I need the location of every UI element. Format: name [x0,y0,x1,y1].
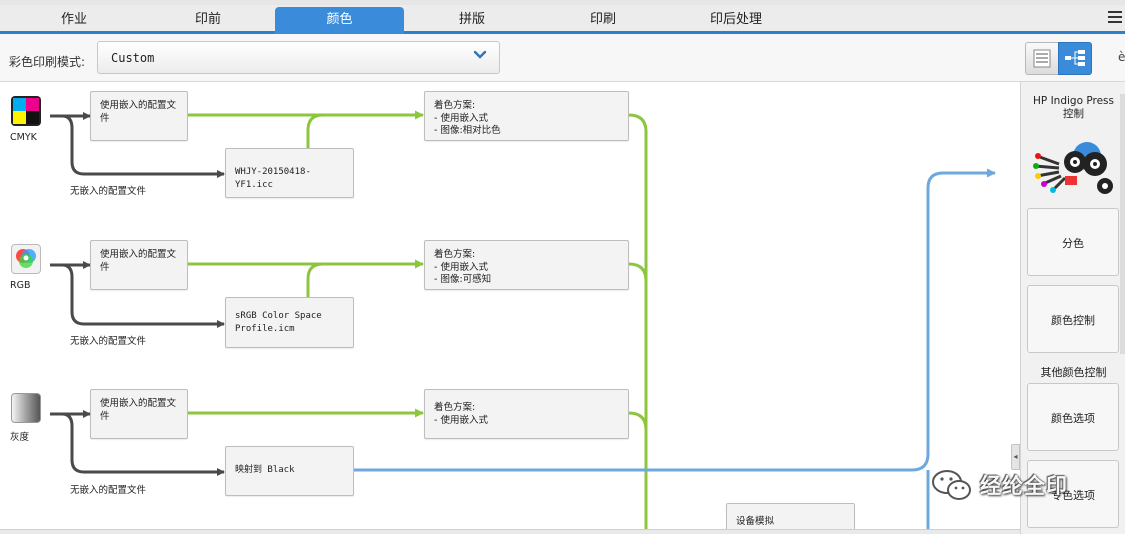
cmyk-no-embedded-label: 无嵌入的配置文件 [70,186,147,197]
source-label-gray: 灰度 [10,432,30,443]
scheme-line: 着色方案: [434,402,476,413]
press-panel-title-line2: 控制 [1063,108,1084,120]
tab-finishing[interactable]: 印后处理 [709,12,762,27]
panel-collapse-handle[interactable]: ◂ [1011,444,1020,470]
scheme-line: - 使用嵌入式 [434,414,488,426]
gray-embedded-profile-node[interactable]: 使用嵌入的配置文件 [90,389,188,439]
rgb-fallback-profile-node[interactable]: sRGB Color Space Profile.icm [225,297,354,348]
scheme-line: 着色方案: [434,249,476,260]
press-panel-title-line1: HP Indigo Press [1033,95,1114,107]
top-edge [0,0,1125,5]
tab-color[interactable]: 颜色 [275,7,404,34]
spot-color-options-button[interactable]: 专色选项 [1027,460,1119,528]
cmyk-icon[interactable] [11,96,41,126]
rgb-color-wheel-icon[interactable] [11,244,41,274]
color-mode-select[interactable]: Custom [97,41,500,74]
color-control-button[interactable]: 颜色控制 [1027,285,1119,353]
color-control-button-label: 颜色控制 [1051,314,1095,327]
other-color-controls-heading: 其他颜色控制 [1040,366,1107,379]
main-tab-bar: 作业 印前 颜色 拼版 印刷 印后处理 [0,5,1125,34]
gray-color-scheme-node[interactable]: 着色方案: - 使用嵌入式 [424,389,629,439]
cmyk-fallback-profile-node[interactable]: WHJY-20150418-YF1.icc [225,148,354,198]
cmyk-embedded-profile-node[interactable]: 使用嵌入的配置文件 [90,91,188,141]
separations-button[interactable]: 分色 [1027,208,1119,276]
device-simulation-node[interactable]: 设备模拟 [726,503,855,534]
color-mode-bar: 彩色印刷模式: Custom è [0,34,1125,82]
color-mode-label: 彩色印刷模式: [9,55,86,69]
rgb-color-scheme-node[interactable]: 着色方案: - 使用嵌入式 - 图像:可感知 [424,240,629,290]
tab-imposition[interactable]: 拼版 [458,12,485,27]
watermark-text: 经纶全印 [980,474,1068,498]
press-panel-title: HP Indigo Press 控制 [1021,95,1125,121]
chevron-down-icon [473,50,487,59]
scheme-line: 着色方案: [434,100,476,111]
tab-job[interactable]: 作业 [60,12,87,27]
gray-map-to-black-node[interactable]: 映射到 Black [225,446,354,496]
scheme-line: - 图像:相对比色 [434,125,501,136]
scheme-line: - 图像:可感知 [434,274,492,285]
rgb-embedded-profile-node[interactable]: 使用嵌入的配置文件 [90,240,188,290]
press-rollers-icon [1033,142,1113,194]
grayscale-icon[interactable] [11,393,41,423]
color-options-button-label: 颜色选项 [1051,412,1095,425]
press-control-panel: HP Indigo Press 控制 分色 颜色控制 其他颜色控制 颜色选项 专… [1020,82,1125,534]
tab-prepress[interactable]: 印前 [194,12,221,27]
rgb-no-embedded-label: 无嵌入的配置文件 [70,336,147,347]
list-view-icon [1033,49,1051,68]
clipped-button-text: è [1118,50,1125,64]
color-options-button[interactable]: 颜色选项 [1027,383,1119,451]
spot-color-options-button-label: 专色选项 [1051,489,1095,502]
hamburger-menu-icon[interactable] [1108,11,1122,25]
separations-button-label: 分色 [1062,237,1084,250]
gray-no-embedded-label: 无嵌入的配置文件 [70,485,147,496]
flow-view-button[interactable] [1058,42,1092,75]
color-flow-canvas: CMYK 使用嵌入的配置文件 无嵌入的配置文件 WHJY-20150418-YF… [0,82,1020,534]
flow-connectors [50,110,996,534]
list-view-button[interactable] [1025,42,1059,75]
color-mode-value: Custom [111,51,155,65]
scheme-line: - 使用嵌入式 [434,112,488,124]
scheme-line: - 使用嵌入式 [434,261,488,273]
source-label-rgb: RGB [10,280,31,291]
flow-view-icon [1065,50,1085,66]
panel-scrollbar[interactable] [1120,94,1125,354]
tab-print[interactable]: 印刷 [589,12,616,27]
bottom-edge [0,529,1020,534]
cmyk-color-scheme-node[interactable]: 着色方案: - 使用嵌入式 - 图像:相对比色 [424,91,629,141]
wechat-icon [932,470,971,500]
source-label-cmyk: CMYK [10,132,37,143]
wechat-watermark: 经纶全印 [930,468,1090,504]
